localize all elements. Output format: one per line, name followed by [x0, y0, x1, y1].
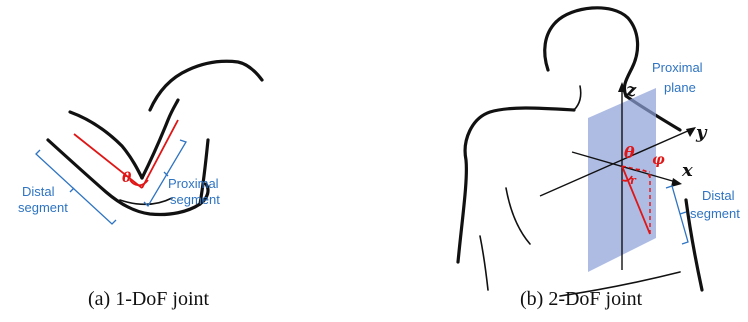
angle-theta-symbol: θ	[122, 170, 132, 186]
angle-theta-symbol: θ	[624, 143, 635, 162]
distal-segment-label: Distal segment	[690, 188, 740, 221]
caption-b: (b) 2-DoF joint	[520, 288, 643, 310]
distal-label-line-1: Distal	[702, 188, 735, 203]
neck-left-outline	[574, 86, 581, 110]
proximal-plane-label: Proximal plane	[652, 60, 706, 95]
arm-upper-outline	[150, 61, 262, 110]
x-axis-arrow	[671, 178, 682, 187]
proximal-segment-label: Proximal segment	[168, 176, 222, 207]
axis-z-label: z	[625, 80, 637, 101]
distal-label-line-2: segment	[690, 206, 740, 221]
distal-segment-label: Distal segment	[18, 184, 68, 215]
distal-bracket-tick	[680, 212, 686, 214]
caption-a: (a) 1-DoF joint	[88, 288, 210, 310]
panel-b: r θ φ z y x Proximal plane Distal segmen…	[458, 8, 740, 310]
angle-phi-symbol: φ	[652, 152, 665, 168]
panel-a: θ Distal segment Proximal segment (a) 1-…	[18, 61, 262, 310]
shoulder-left-outline	[458, 108, 574, 262]
distal-label-line-1: Distal	[22, 184, 55, 199]
proximal-label-line-1: Proximal	[168, 176, 219, 191]
axis-y-label: y	[695, 122, 708, 143]
proximal-label-line-2: segment	[170, 192, 220, 207]
y-axis-arrow	[686, 127, 696, 137]
plane-label-line-1: Proximal	[652, 60, 703, 75]
plane-label-line-2: plane	[664, 80, 696, 95]
distal-label-line-2: segment	[18, 200, 68, 215]
forearm-outline	[142, 100, 178, 178]
distal-bracket-tick	[70, 188, 74, 192]
head-left-outline	[545, 22, 556, 70]
distal-bracket	[666, 186, 688, 244]
torso-left-lower	[480, 236, 488, 290]
torso-left-inner	[506, 188, 530, 244]
axis-x-label: x	[681, 160, 693, 181]
